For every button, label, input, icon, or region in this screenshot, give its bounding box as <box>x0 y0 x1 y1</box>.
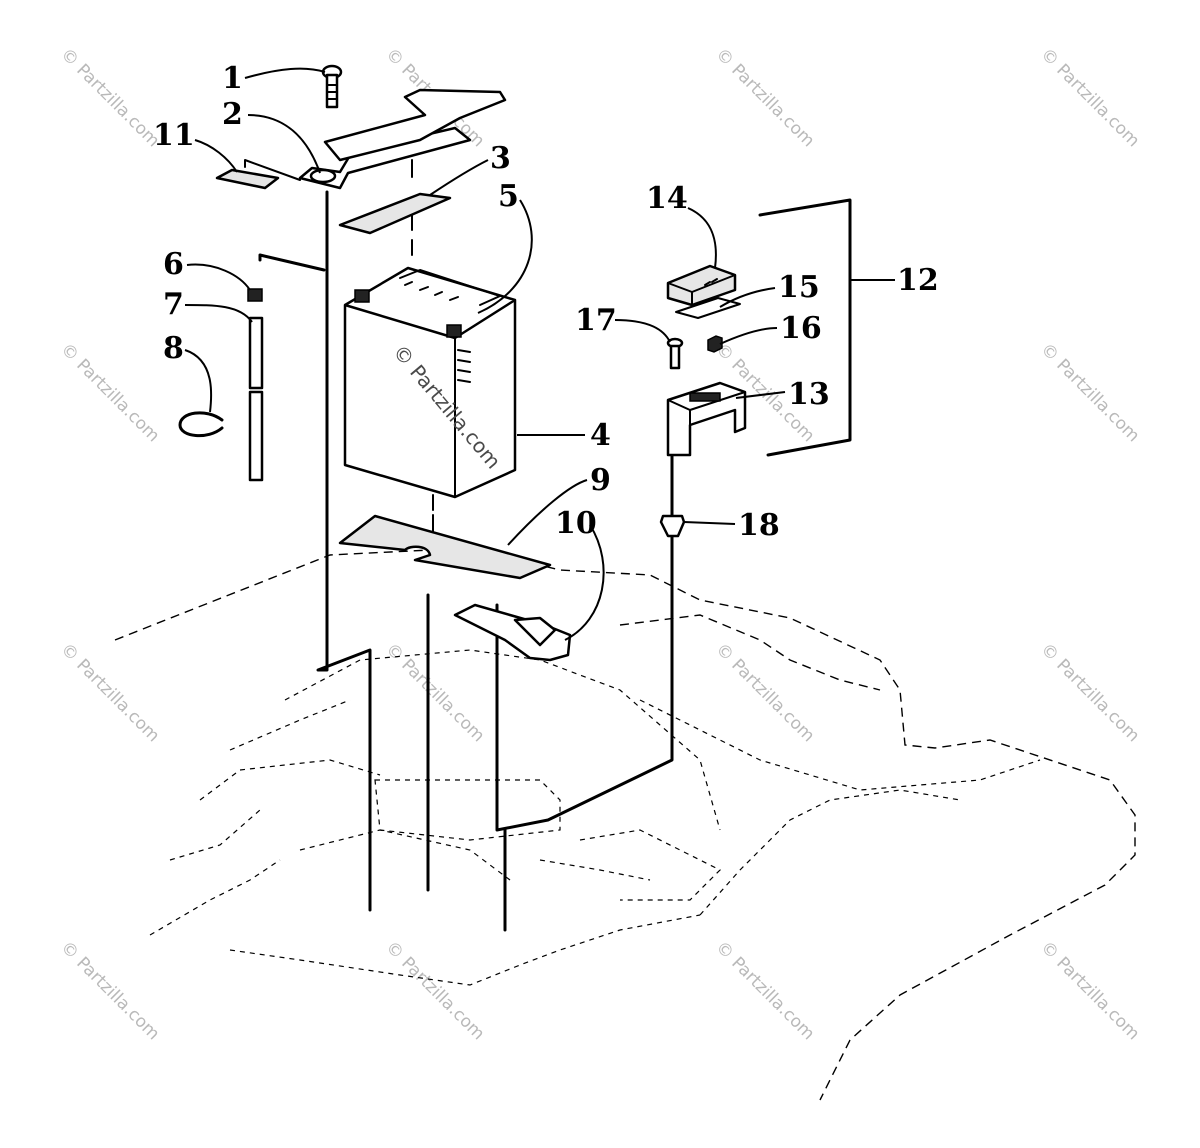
part-grommet-18 <box>659 514 686 538</box>
watermark: © Partzilla.com <box>56 937 163 1044</box>
callout-7: 7 <box>163 287 184 322</box>
watermark: © Partzilla.com <box>56 339 163 446</box>
watermark: © Partzilla.com <box>711 639 818 746</box>
callout-12: 12 <box>897 263 939 298</box>
callout-6: 6 <box>163 247 184 282</box>
callout-13: 13 <box>788 377 830 412</box>
callout-1: 1 <box>222 61 243 96</box>
part-fuse-cover-14 <box>666 264 737 307</box>
callout-15: 15 <box>778 270 820 305</box>
watermark: © Partzilla.com <box>1036 44 1143 151</box>
callout-3: 3 <box>490 141 511 176</box>
vehicle-outline <box>114 547 1136 1101</box>
watermark: © Partzilla.com <box>56 639 163 746</box>
part-screw-17 <box>666 337 684 370</box>
callout-2: 2 <box>222 97 243 132</box>
leader-lines <box>184 67 895 641</box>
watermark: © Partzilla.com <box>56 44 163 151</box>
watermark: © Partzilla.com <box>1036 937 1143 1044</box>
callout-16: 16 <box>780 311 822 346</box>
part-fuse-16 <box>707 335 723 353</box>
part-boot-10 <box>453 603 572 662</box>
callout-9: 9 <box>590 463 611 498</box>
watermark: © Partzilla.com <box>381 937 488 1044</box>
assembly-lines <box>244 159 852 932</box>
callouts: 1 2 3 4 5 6 7 8 9 10 11 12 13 14 15 16 1… <box>153 61 939 543</box>
callout-10: 10 <box>555 506 597 541</box>
part-gasket-15 <box>675 297 741 319</box>
part-battery <box>343 266 517 499</box>
part-tray-9 <box>338 514 552 580</box>
part-bolt <box>321 64 343 109</box>
callout-11: 11 <box>153 118 195 153</box>
callout-14: 14 <box>646 181 688 216</box>
part-fuse-holder-13 <box>666 381 747 457</box>
watermark: © Partzilla.com <box>711 44 818 151</box>
part-tube-7 <box>248 316 264 482</box>
watermark: © Partzilla.com <box>381 639 488 746</box>
callout-17: 17 <box>575 303 617 338</box>
watermark: © Partzilla.com <box>711 937 818 1044</box>
callout-4: 4 <box>590 418 611 453</box>
part-pad-3 <box>338 192 452 235</box>
part-connector-6 <box>247 288 263 302</box>
callout-5: 5 <box>498 179 519 214</box>
watermark: © Partzilla.com <box>1036 339 1143 446</box>
part-pad-11 <box>215 168 280 190</box>
part-strap <box>298 88 507 190</box>
callout-8: 8 <box>163 331 184 366</box>
callout-18: 18 <box>738 508 780 543</box>
part-clamp-8 <box>178 411 224 437</box>
watermark: © Partzilla.com <box>1036 639 1143 746</box>
